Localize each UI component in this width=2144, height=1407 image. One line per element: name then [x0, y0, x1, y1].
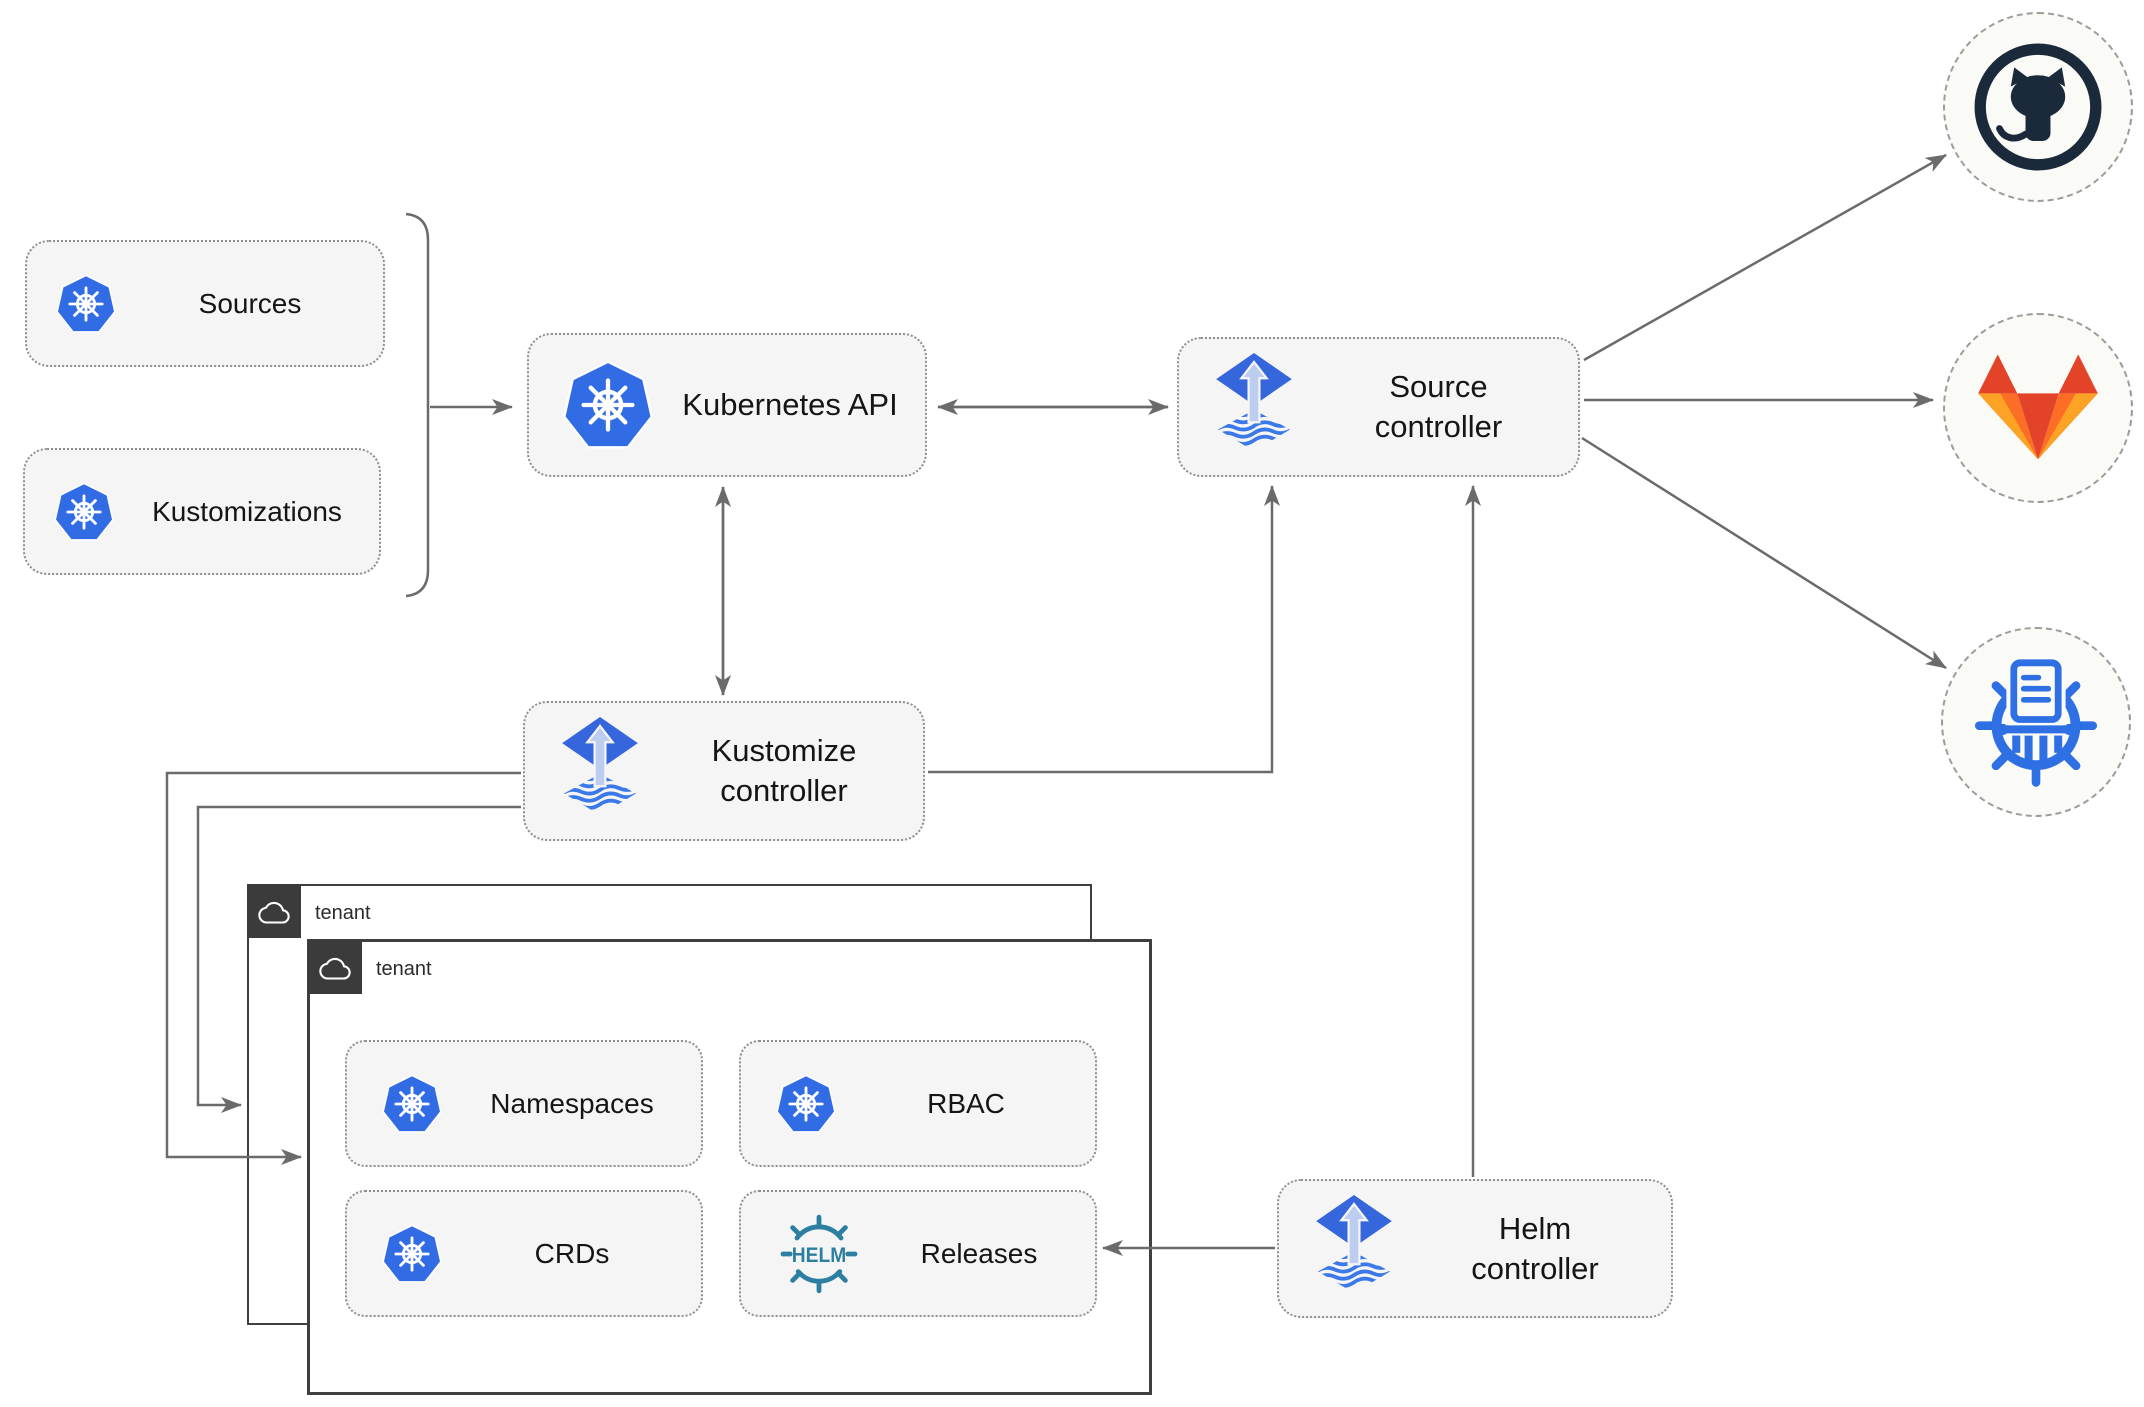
remote-chartmuseum — [1941, 627, 2131, 817]
flux-icon — [555, 716, 645, 826]
node-label: Source controller — [1374, 369, 1503, 444]
kubernetes-icon — [381, 1223, 443, 1285]
tenant-tag — [247, 884, 301, 938]
bracket-sources-group — [405, 212, 430, 598]
node-label: Kustomizations — [152, 495, 342, 527]
kubernetes-icon — [381, 1073, 443, 1135]
chartmuseum-icon — [1974, 656, 2098, 787]
tenant-label: tenant — [315, 901, 371, 924]
node-label: Namespaces — [490, 1087, 654, 1119]
node-label: Releases — [920, 1237, 1038, 1269]
node-label: Helm controller — [1471, 1210, 1599, 1286]
tenant-tag — [308, 940, 362, 994]
node-releases: HELM Releases — [739, 1190, 1097, 1317]
tenant-label: tenant — [376, 957, 432, 980]
tenant-box-front: tenant — [307, 939, 1152, 1395]
helm-logo-icon: HELM — [780, 1214, 858, 1293]
flux-icon — [1209, 352, 1299, 462]
github-icon — [1974, 43, 2102, 171]
gitlab-icon — [1978, 354, 2098, 460]
flux-icon — [1309, 1194, 1399, 1304]
remote-gitlab — [1943, 313, 2133, 503]
node-rbac: RBAC — [739, 1040, 1097, 1167]
cloud-icon — [317, 951, 353, 984]
node-kubernetes-api: Kubernetes API — [527, 333, 927, 477]
node-label: Kustomize controller — [711, 733, 857, 808]
node-label: CRDs — [534, 1237, 610, 1269]
cloud-icon — [256, 895, 292, 928]
node-source-controller: Source controller — [1177, 337, 1580, 477]
node-label: RBAC — [927, 1087, 1005, 1119]
arrow-kustomize-controller-to-source-controller — [928, 485, 1280, 774]
node-kustomizations: Kustomizations — [23, 448, 381, 575]
helm-logo-text: HELM — [792, 1242, 846, 1267]
node-label: Kubernetes API — [682, 387, 898, 423]
kubernetes-icon — [53, 481, 115, 543]
arrow-source-controller-to-chartmuseum — [1581, 436, 1947, 670]
remote-github — [1943, 12, 2133, 202]
node-label: Sources — [198, 287, 302, 319]
kubernetes-icon — [561, 358, 655, 452]
node-sources: Sources — [25, 240, 385, 367]
node-kustomize-controller: Kustomize controller — [523, 701, 925, 841]
kubernetes-icon — [55, 273, 117, 335]
node-helm-controller: Helm controller — [1277, 1179, 1673, 1318]
kubernetes-icon — [775, 1073, 837, 1135]
node-namespaces: Namespaces — [345, 1040, 703, 1167]
arrow-source-controller-to-github — [1583, 153, 1947, 362]
node-crds: CRDs — [345, 1190, 703, 1317]
